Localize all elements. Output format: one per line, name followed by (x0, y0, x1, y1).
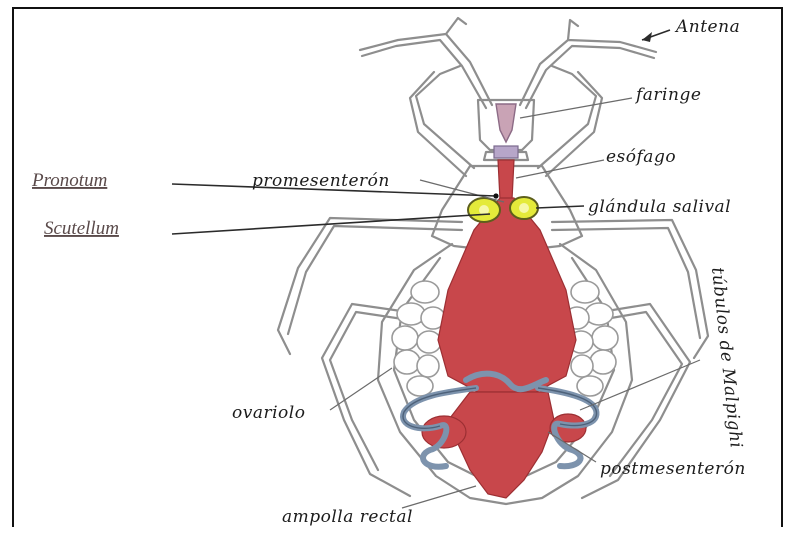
glandula-leader (536, 206, 584, 208)
ovariole (394, 350, 420, 374)
promesenteron-leader (420, 180, 504, 202)
label-antena: Antena (674, 17, 740, 37)
label-pronotum: Pronotum (31, 170, 107, 191)
ovariole (392, 326, 418, 350)
ampolla-leader (402, 486, 476, 508)
promesenteron-shape (438, 198, 576, 392)
ovariole (577, 376, 603, 396)
left-antenna (360, 18, 492, 108)
label-tubulos-malpighi: túbulos de Malpighi (707, 266, 746, 449)
ovariole (417, 355, 439, 377)
ovariole (407, 376, 433, 396)
ovariole (397, 303, 425, 325)
label-postmesenteron: postmesenterón (600, 459, 746, 479)
pharynx-base (494, 146, 518, 158)
ovariole (417, 331, 441, 353)
label-scutellum: Scutellum (44, 218, 119, 239)
esophagus-shape (498, 160, 514, 200)
ovariole (571, 281, 599, 303)
left-front-leg (410, 66, 474, 176)
label-glandula-salival: glándula salival (588, 197, 731, 217)
pharynx-shape (496, 104, 516, 142)
gland-highlight (519, 203, 529, 213)
antennae (360, 18, 656, 108)
ovariole (411, 281, 439, 303)
rectal-ampulla-shape (450, 392, 554, 498)
ovariole (590, 350, 616, 374)
label-ovariolo: ovariolo (232, 403, 305, 423)
antena-arrowhead (642, 32, 652, 42)
ovariole (585, 303, 613, 325)
ovariole (592, 326, 618, 350)
label-faringe: faringe (634, 85, 701, 105)
right-front-leg (538, 66, 602, 176)
label-ampolla-rectal: ampolla rectal (282, 507, 413, 527)
label-esofago: esófago (606, 147, 676, 167)
ovariole (571, 355, 593, 377)
label-promesenteron: promesenterón (252, 171, 390, 191)
faringe-leader (520, 98, 632, 118)
pronotum-dot (493, 193, 498, 198)
